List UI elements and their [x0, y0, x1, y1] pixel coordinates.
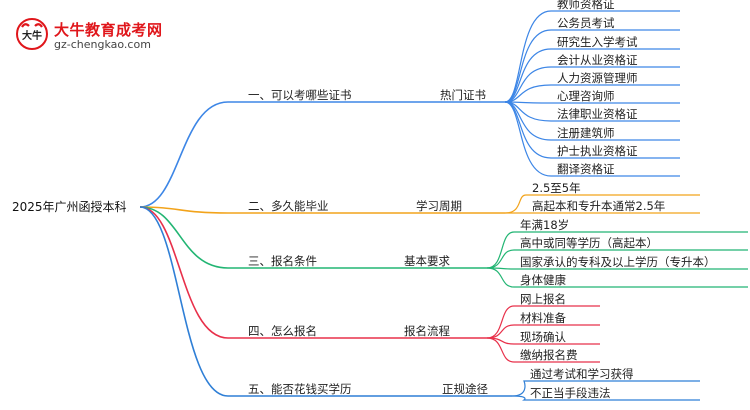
connector-line — [139, 101, 372, 208]
logo-url: gz-chengkao.com — [54, 38, 151, 51]
leaf-node: 国家承认的专科及以上学历（专升本） — [520, 255, 716, 269]
connector-line — [139, 206, 372, 397]
connector-line — [504, 29, 680, 103]
sub-label: 正规途径 — [442, 382, 488, 396]
sub-label: 基本要求 — [404, 254, 450, 268]
leaf-node: 会计从业资格证 — [557, 53, 638, 67]
connector-line — [504, 66, 680, 103]
leaf-node: 高中或同等学历（高起本） — [520, 236, 658, 250]
connector-line — [504, 101, 680, 177]
branch-label: 五、能否花钱买学历 — [248, 382, 352, 396]
connector-line — [511, 395, 700, 401]
leaf-node: 缴纳报名费 — [520, 348, 578, 362]
leaf-node: 通过考试和学习获得 — [530, 367, 634, 381]
leaf-node: 身体健康 — [520, 273, 566, 287]
leaf-node: 网上报名 — [520, 292, 566, 306]
leaf-node: 高起本和专升本通常2.5年 — [532, 199, 666, 213]
connector-line — [486, 267, 748, 288]
logo-mark-text: 大牛 — [22, 29, 42, 42]
branch-label: 四、怎么报名 — [248, 324, 317, 338]
connector-line — [486, 249, 748, 269]
connector-line — [504, 194, 700, 214]
connector-line — [504, 84, 680, 103]
leaf-node: 注册建筑师 — [557, 126, 615, 140]
leaf-node: 心理咨询师 — [557, 89, 615, 103]
leaf-node: 教师资格证 — [557, 0, 615, 11]
leaf-node: 材料准备 — [520, 311, 566, 325]
leaf-node: 不正当手段违法 — [530, 386, 611, 400]
branch-label: 二、多久能毕业 — [248, 199, 329, 213]
leaf-node: 护士执业资格证 — [557, 144, 638, 158]
connector-line — [511, 380, 700, 397]
leaf-node: 法律职业资格证 — [557, 107, 638, 121]
leaf-node: 公务员考试 — [557, 16, 615, 30]
leaf-node: 年满18岁 — [520, 218, 570, 232]
connector-line — [486, 337, 600, 363]
connector-line — [486, 324, 600, 339]
leaf-node: 现场确认 — [520, 330, 566, 344]
leaf-node: 人力资源管理师 — [557, 71, 638, 85]
logo-title: 大牛教育成考网 — [54, 21, 163, 39]
connector-line — [139, 206, 372, 339]
branch-label: 三、报名条件 — [248, 254, 317, 268]
sub-label: 热门证书 — [440, 88, 486, 102]
sub-label: 报名流程 — [404, 324, 450, 338]
root-node: 2025年广州函授本科 — [12, 200, 127, 214]
sub-label: 学习周期 — [416, 199, 462, 213]
bull-logo-icon: 大牛 — [16, 18, 48, 50]
connector-line — [504, 48, 680, 103]
connector-line — [504, 10, 680, 103]
leaf-node: 翻译资格证 — [557, 162, 615, 176]
connector-line — [139, 206, 372, 214]
leaf-node: 2.5至5年 — [532, 181, 581, 195]
connector-line — [139, 206, 372, 269]
connector-line — [486, 305, 600, 339]
branch-label: 一、可以考哪些证书 — [248, 88, 352, 102]
logo: 大牛 大牛教育成考网 gz-chengkao.com — [16, 18, 216, 56]
leaf-node: 研究生入学考试 — [557, 35, 638, 49]
